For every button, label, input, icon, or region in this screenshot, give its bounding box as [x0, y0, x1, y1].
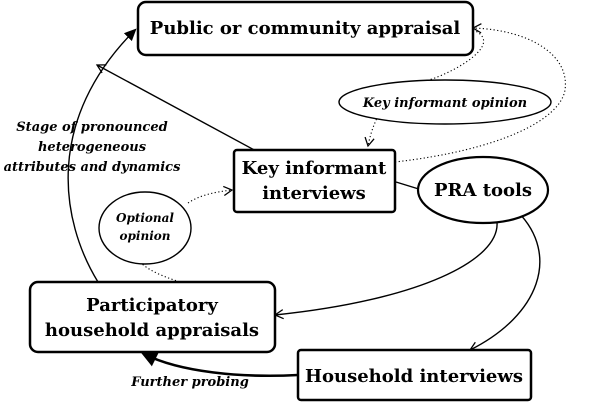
- label-stage-line2: heterogeneous: [38, 140, 147, 155]
- dotted-arrow-optional-to-key-informant: [187, 185, 234, 204]
- arrow-pra-to-participatory: [273, 221, 498, 320]
- node-key-informant-interviews-line1: Key informant: [242, 158, 387, 179]
- node-key-informant-interviews: Key informant interviews: [232, 148, 397, 214]
- node-public-appraisal-label: Public or community appraisal: [150, 18, 461, 39]
- node-optional-opinion: Optional opinion: [98, 191, 192, 265]
- node-key-informant-interviews-line2: interviews: [262, 183, 366, 204]
- label-stage-line1: Stage of pronounced: [16, 120, 167, 135]
- node-key-informant-opinion: Key informant opinion: [338, 79, 552, 125]
- arrow-key-informant-to-public: [95, 64, 259, 153]
- node-public-community-appraisal: Public or community appraisal: [136, 0, 475, 57]
- node-optional-opinion-line1: Optional: [116, 211, 174, 225]
- dotted-line-optional-to-participatory: [139, 261, 181, 283]
- label-further-probing: Further probing: [130, 375, 249, 390]
- node-pra-tools: PRA tools: [416, 155, 550, 225]
- label-stage: Stage of pronounced heterogeneous attrib…: [4, 120, 182, 175]
- arrow-pra-to-household-interviews: [468, 211, 541, 352]
- node-pra-tools-label: PRA tools: [434, 180, 532, 201]
- node-household-interviews-label: Household interviews: [305, 366, 523, 387]
- node-participatory-line1: Participatory: [86, 295, 218, 316]
- dotted-arrow-key-informant-to-public: [394, 23, 566, 163]
- label-stage-line3: attributes and dynamics: [4, 160, 182, 175]
- node-optional-opinion-line2: opinion: [120, 229, 171, 243]
- node-participatory-line2: household appraisals: [45, 320, 259, 341]
- node-key-informant-opinion-label: Key informant opinion: [362, 96, 527, 111]
- node-household-interviews: Household interviews: [296, 348, 533, 402]
- node-participatory-household-appraisals: Participatory household appraisals: [28, 280, 277, 354]
- bold-arrow-household-to-participatory: [144, 354, 299, 378]
